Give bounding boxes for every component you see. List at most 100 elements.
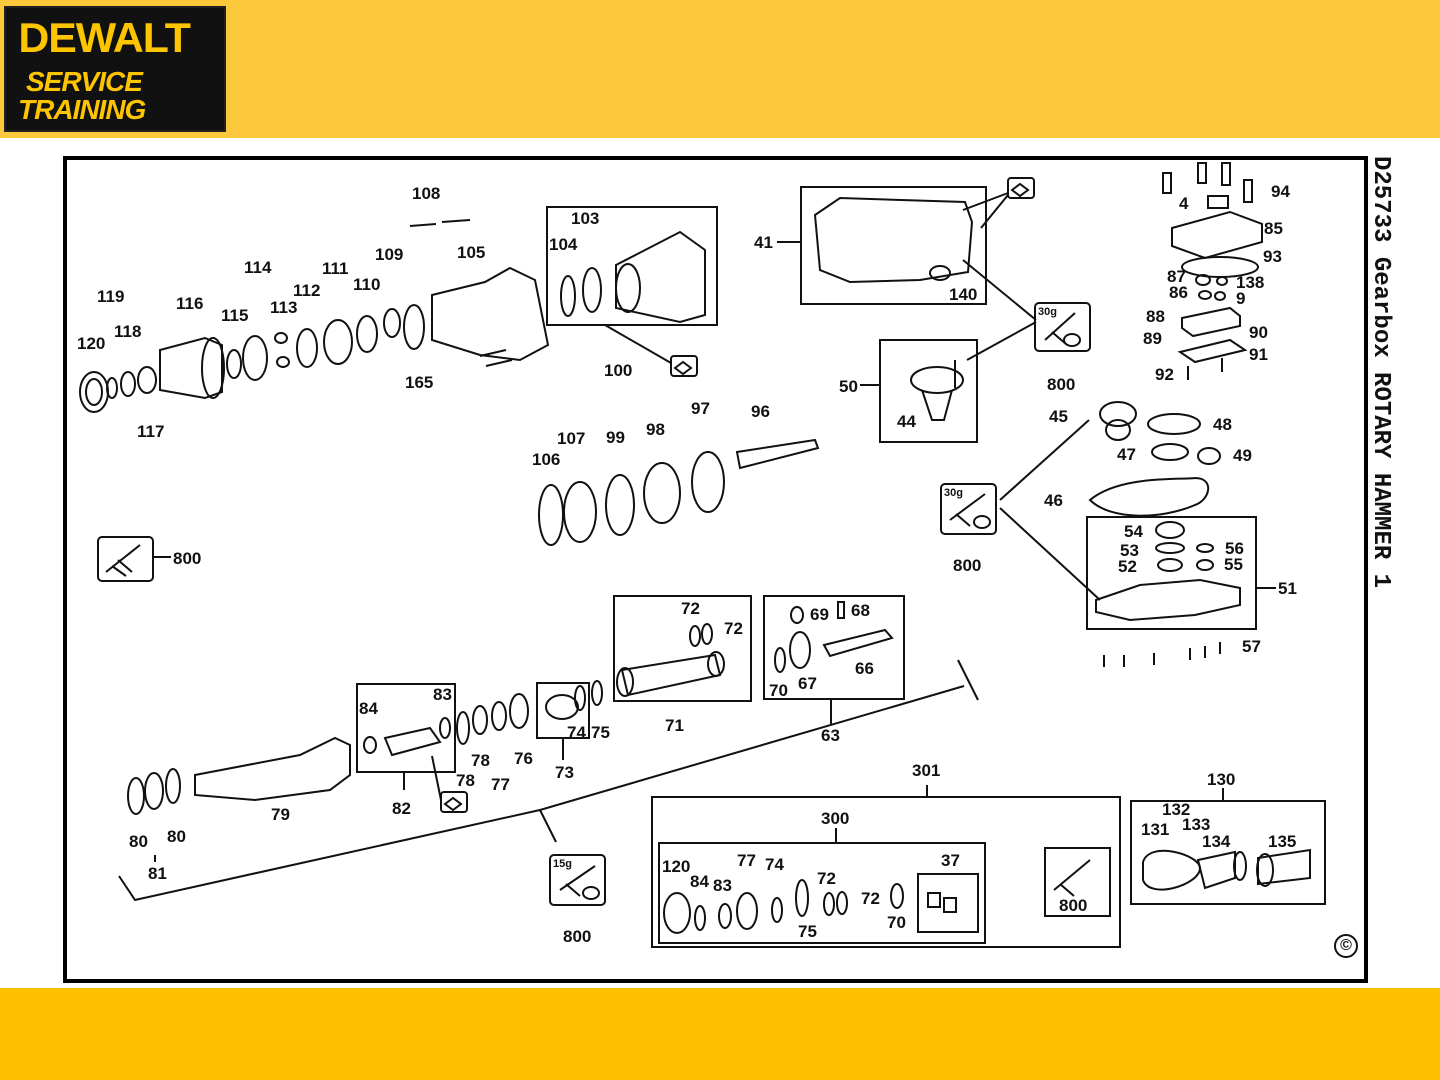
label-82: 82 — [392, 799, 411, 818]
label-83: 83 — [433, 685, 452, 704]
box-300 — [658, 842, 986, 944]
label-100: 100 — [604, 361, 632, 380]
label-800-a: 800 — [1047, 375, 1075, 394]
label-120-b: 120 — [662, 857, 690, 876]
label-37: 37 — [941, 851, 960, 870]
label-49: 49 — [1233, 446, 1252, 465]
logo-service-text: SERVICE — [26, 66, 143, 97]
label-106: 106 — [532, 450, 560, 469]
label-48: 48 — [1213, 415, 1232, 434]
label-80-a: 80 — [129, 832, 148, 851]
label-115: 115 — [221, 306, 248, 325]
label-300: 300 — [821, 809, 849, 828]
label-107: 107 — [557, 429, 585, 448]
label-46: 46 — [1044, 491, 1063, 510]
box-51 — [1086, 516, 1257, 630]
grease-box-15g — [549, 854, 606, 906]
label-74: 74 — [567, 723, 586, 742]
box-41 — [800, 186, 987, 305]
label-131: 131 — [1141, 820, 1169, 839]
label-66: 66 — [855, 659, 874, 678]
label-53: 53 — [1120, 541, 1139, 560]
label-45: 45 — [1049, 407, 1068, 426]
header-bar — [0, 0, 1440, 138]
label-91: 91 — [1249, 345, 1268, 364]
label-119: 119 — [97, 287, 124, 306]
label-72-b: 72 — [724, 619, 743, 638]
label-84: 84 — [359, 699, 378, 718]
grease-tool-box-a — [97, 536, 154, 582]
label-103: 103 — [571, 209, 599, 228]
label-85: 85 — [1264, 219, 1283, 238]
label-94: 94 — [1271, 182, 1290, 201]
label-113: 113 — [270, 298, 297, 317]
label-112: 112 — [293, 281, 320, 300]
diagram-frame — [63, 156, 1368, 983]
label-110: 110 — [353, 275, 380, 294]
grease-box-30g-b — [940, 483, 997, 535]
label-44: 44 — [897, 412, 916, 431]
label-118: 118 — [114, 322, 141, 341]
label-87: 87 — [1167, 267, 1186, 286]
label-50: 50 — [839, 377, 858, 396]
label-86: 86 — [1169, 283, 1188, 302]
grease-30g-label-a: 30g — [1038, 306, 1057, 318]
label-800-d: 800 — [563, 927, 591, 946]
label-81: 81 — [148, 864, 167, 883]
box-71 — [613, 595, 752, 702]
grease-15g-label: 15g — [553, 858, 572, 870]
label-97: 97 — [691, 399, 710, 418]
label-98: 98 — [646, 420, 665, 439]
label-9: 9 — [1236, 289, 1245, 308]
label-73: 73 — [555, 763, 574, 782]
label-84-b: 84 — [690, 872, 709, 891]
label-90: 90 — [1249, 323, 1268, 342]
label-71: 71 — [665, 716, 684, 735]
logo-brand-text: DEWALT — [18, 14, 191, 61]
label-68: 68 — [851, 601, 870, 620]
label-108: 108 — [412, 184, 440, 203]
label-83-b: 83 — [713, 876, 732, 895]
label-140: 140 — [949, 285, 977, 304]
label-93: 93 — [1263, 247, 1282, 266]
label-138: 138 — [1236, 273, 1264, 292]
label-104: 104 — [549, 235, 578, 254]
label-88: 88 — [1146, 307, 1165, 326]
label-134: 134 — [1202, 832, 1231, 851]
box-82 — [356, 683, 456, 773]
box-301 — [651, 796, 1121, 948]
box-63 — [763, 595, 905, 700]
label-165: 165 — [405, 373, 433, 392]
label-51: 51 — [1278, 579, 1297, 598]
label-99: 99 — [606, 428, 625, 447]
label-114: 114 — [244, 258, 272, 277]
label-800-c: 800 — [173, 549, 201, 568]
label-77-b: 77 — [737, 851, 756, 870]
label-55: 55 — [1224, 555, 1243, 574]
label-54: 54 — [1124, 522, 1143, 541]
label-76: 76 — [514, 749, 533, 768]
label-79: 79 — [271, 805, 290, 824]
label-78-a: 78 — [456, 771, 475, 790]
label-78-b: 78 — [471, 751, 490, 770]
label-120: 120 — [77, 334, 105, 353]
label-800-e: 800 — [1059, 896, 1087, 915]
diagram-title-text: D25733 Gearbox ROTARY HAMMER 1 — [1367, 156, 1394, 589]
label-80-b: 80 — [167, 827, 186, 846]
label-116: 116 — [176, 294, 203, 313]
label-92: 92 — [1155, 365, 1174, 384]
label-70-b: 70 — [887, 913, 906, 932]
label-133: 133 — [1182, 815, 1210, 834]
box-100 — [546, 206, 718, 326]
b27-box-c — [440, 791, 468, 813]
b27-box-a — [1007, 177, 1035, 199]
grease-box-30g-a — [1034, 302, 1091, 352]
label-69: 69 — [810, 605, 829, 624]
dewalt-service-training-logo: DEWALT SERVICE TRAINING — [4, 6, 226, 132]
box-50 — [879, 339, 978, 443]
grease-30g-label-b: 30g — [944, 487, 963, 499]
label-74-b: 74 — [765, 855, 784, 874]
label-96: 96 — [751, 402, 770, 421]
label-63: 63 — [821, 726, 840, 745]
